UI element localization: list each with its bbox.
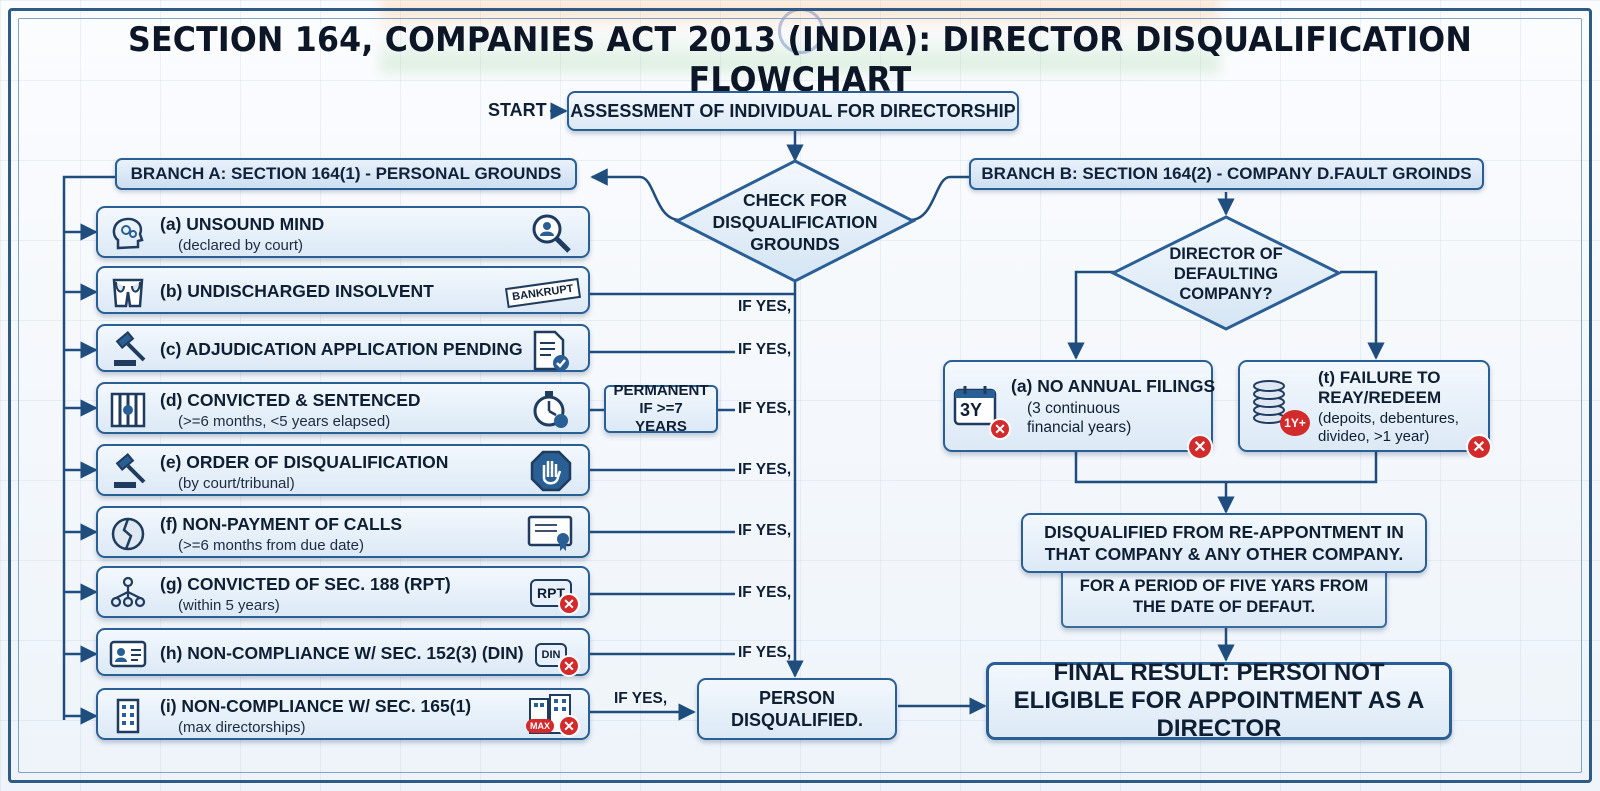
if-yes-label: IF YES, <box>614 690 668 707</box>
calendar-label: 3Y <box>960 400 983 420</box>
company-decision-diamond <box>1110 215 1342 331</box>
calendar-3y-icon: 3Y <box>951 382 999 430</box>
x-badge-icon: ✕ <box>1466 434 1492 460</box>
item-subtitle: (max directorships) <box>178 719 306 736</box>
din-card-icon: DIN✕ <box>526 633 580 677</box>
id-card-icon <box>108 634 148 674</box>
failure-sub-2: divideo, >1 year) <box>1318 428 1430 445</box>
item-subtitle: (by court/tribunal) <box>178 475 295 492</box>
x-badge-icon: ✕ <box>558 715 580 737</box>
x-badge-icon: ✕ <box>558 593 580 615</box>
branch-a-item: (g) CONVICTED OF SEC. 188 (RPT) (within 5… <box>96 566 590 618</box>
broken-coin-icon <box>108 514 148 554</box>
branch-a-header: BRANCH A: SECTION 164(1) - PERSONAL GROU… <box>115 158 577 190</box>
branch-a-item: (d) CONVICTED & SENTENCED (>=6 months, <5… <box>96 382 590 434</box>
empty-pockets-icon <box>108 272 148 312</box>
gavel-icon <box>108 330 148 370</box>
start-label: START <box>488 100 547 120</box>
branch-a-item: (h) NON-COMPLIANCE W/ SEC. 152(3) (DIN)D… <box>96 628 590 677</box>
branch-a-item: (f) NON-PAYMENT OF CALLS (>=6 months from… <box>96 506 590 558</box>
building-icon <box>108 696 148 736</box>
branch-a-item: (c) ADJUDICATION APPLICATION PENDING <box>96 324 590 372</box>
decision-to-branch-b <box>909 168 990 222</box>
item-title: (c) ADJUDICATION APPLICATION PENDING <box>160 339 523 359</box>
company-decision-text: DIRECTOR OF DEFAULTING COMPANY? <box>1169 245 1283 303</box>
branch-a-item: (a) UNSOUND MIND (declared by court) <box>96 206 590 258</box>
head-gears-icon <box>108 214 148 254</box>
no-annual-filings-box: 3Y ✕ (a) NO ANNUAL FILINGS (3 continuous… <box>943 360 1216 460</box>
bankrupt-stamp-icon: BANKRUPT <box>505 271 581 315</box>
item-subtitle: (>=6 months from due date) <box>178 537 364 554</box>
branch-b-header: BRANCH B: SECTION 164(2) - COMPANY D.FAU… <box>969 158 1484 190</box>
branch-a-item: (e) ORDER OF DISQUALIFICATION (by court/t… <box>96 444 590 496</box>
x-badge-icon: ✕ <box>558 655 580 677</box>
if-yes-label: IF YES, <box>738 644 792 661</box>
inner-frame <box>18 18 1582 773</box>
branch-a-item: (b) UNDISCHARGED INSOLVENT BANKRUPT <box>96 266 590 314</box>
x-badge-icon: ✕ <box>1187 434 1213 460</box>
assessment-box: ASSESSMENT OF INDIVIDUAL FOR DIRECTORSHI… <box>567 91 1019 131</box>
gavel-icon <box>108 452 148 492</box>
failure-title-2: REAY/REDEEM <box>1318 388 1442 407</box>
if-yes-label: IF YES, <box>738 400 792 417</box>
item-title: (i) NON-COMPLIANCE W/ SEC. 165(1) <box>160 696 472 716</box>
decision-text: CHECK FOR DISQUALIFICATION GROUNDS <box>712 190 878 254</box>
item-title: (f) NON-PAYMENT OF CALLS <box>160 514 403 534</box>
stopwatch-icon <box>526 387 576 431</box>
org-chart-icon <box>108 574 148 614</box>
item-subtitle: (declared by court) <box>178 237 304 254</box>
rpt-badge-icon: RPT✕ <box>526 571 580 615</box>
failure-to-repay-box: 1Y+ (t) FAILURE TO REAY/REDEEM (depoits,… <box>1238 360 1492 460</box>
item-subtitle: (>=6 months, <5 years elapsed) <box>178 413 391 430</box>
decision-to-branch-a <box>590 168 681 222</box>
jail-bars-icon <box>108 390 148 430</box>
stop-hand-icon <box>526 449 576 493</box>
if-yes-label: IF YES, <box>738 461 792 478</box>
magnifier-person-icon <box>526 211 576 255</box>
branch-a-item: (i) NON-COMPLIANCE W/ SEC. 165(1) (max di… <box>96 688 590 740</box>
decision-diamond <box>674 159 916 283</box>
branch-a-spine <box>62 175 115 720</box>
failure-sub-1: (depoits, debentures, <box>1318 410 1459 427</box>
if-yes-label: IF YES, <box>738 341 792 358</box>
permanent-note: PERMANENT IF >=7 YEARS <box>604 382 718 435</box>
buildings-max-icon: MAX✕ <box>526 693 580 737</box>
item-subtitle: (within 5 years) <box>178 597 280 614</box>
if-yes-label: IF YES, <box>738 298 792 315</box>
item-title: (e) ORDER OF DISQUALIFICATION <box>160 452 449 472</box>
failure-title-1: (t) FAILURE TO <box>1318 368 1441 387</box>
certificate-icon <box>526 511 576 555</box>
item-title: (d) CONVICTED & SENTENCED <box>160 390 421 410</box>
outer-frame <box>8 8 1592 783</box>
if-yes-label: IF YES, <box>738 584 792 601</box>
item-title: (a) UNSOUND MIND <box>160 214 325 234</box>
period-box: FOR A PERIOD OF FIVE YARS FROM THE DATE … <box>1061 566 1387 628</box>
disqualified-reappointment-box: DISQUALIFIED FROM RE-APPONTMENT IN THAT … <box>1021 513 1427 573</box>
item-title: (h) NON-COMPLIANCE W/ SEC. 152(3) (DIN) <box>160 643 524 663</box>
overdue-badge-icon: 1Y+ <box>1280 410 1310 436</box>
no-annual-filings-sub1: (3 continuous <box>1027 400 1121 417</box>
final-result-box: FINAL RESULT: PERSOI NOT ELIGIBLE FOR AP… <box>986 659 1452 742</box>
item-title: (g) CONVICTED OF SEC. 188 (RPT) <box>160 574 451 594</box>
no-annual-filings-title: (a) NO ANNUAL FILINGS <box>1011 376 1216 396</box>
person-disqualified-box: PERSON DISQUALIFIED. <box>697 678 897 740</box>
no-annual-filings-sub2: financial years) <box>1027 419 1132 436</box>
if-yes-label: IF YES, <box>738 522 792 539</box>
coin-stack-icon <box>1248 378 1290 430</box>
x-badge-icon: ✕ <box>989 418 1011 440</box>
document-check-icon <box>526 329 576 373</box>
item-title: (b) UNDISCHARGED INSOLVENT <box>160 281 434 301</box>
